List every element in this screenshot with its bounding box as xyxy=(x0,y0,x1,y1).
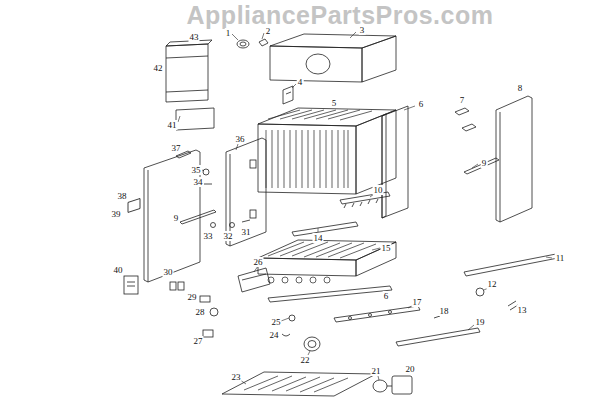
callout-number: 22 xyxy=(300,355,311,365)
callout-number: 23 xyxy=(231,372,242,382)
callout-number: 41 xyxy=(167,120,178,130)
callout-number: 28 xyxy=(195,307,206,317)
callout-number: 15 xyxy=(381,243,392,253)
callout-number: 38 xyxy=(117,191,128,201)
callout-number: 3 xyxy=(359,25,366,35)
callout-number: 25 xyxy=(271,317,282,327)
callout-number: 9 xyxy=(173,213,180,223)
callout-number: 21 xyxy=(371,366,382,376)
callout-number: 26 xyxy=(253,257,264,267)
callout-number: 36 xyxy=(235,134,246,144)
callout-number: 33 xyxy=(203,231,214,241)
callout-number: 7 xyxy=(459,95,466,105)
callout-number: 8 xyxy=(517,83,524,93)
watermark: AppliancePartsPros.com xyxy=(187,1,494,30)
callout-number: 11 xyxy=(555,253,566,263)
callout-number: 19 xyxy=(475,317,486,327)
callout-number: 29 xyxy=(187,292,198,302)
callout-number: 13 xyxy=(517,305,528,315)
callout-number: 35 xyxy=(191,165,202,175)
callout-number: 31 xyxy=(241,227,252,237)
callout-number: 17 xyxy=(412,297,423,307)
callout-number: 30 xyxy=(163,267,174,277)
callout-number: 32 xyxy=(223,231,234,241)
callout-number: 40 xyxy=(113,265,124,275)
callout-number: 42 xyxy=(153,63,164,73)
callout-number: 5 xyxy=(331,98,338,108)
callout-number: 9 xyxy=(481,158,488,168)
callout-number: 24 xyxy=(269,330,280,340)
callout-number: 37 xyxy=(171,143,182,153)
callout-number: 43 xyxy=(189,32,200,42)
callout-number: 1 xyxy=(225,28,232,38)
callout-number: 34 xyxy=(193,177,204,187)
callout-number: 39 xyxy=(111,209,122,219)
callout-number: 4 xyxy=(297,77,304,87)
callout-number: 6 xyxy=(383,291,390,301)
callout-number: 6 xyxy=(418,99,425,109)
callout-number: 12 xyxy=(487,279,498,289)
callout-number: 27 xyxy=(193,336,204,346)
callout-number: 20 xyxy=(405,364,416,374)
callout-number: 2 xyxy=(265,26,272,36)
callout-number: 18 xyxy=(439,306,450,316)
callout-number: 10 xyxy=(373,185,384,195)
callout-number: 14 xyxy=(313,233,324,243)
